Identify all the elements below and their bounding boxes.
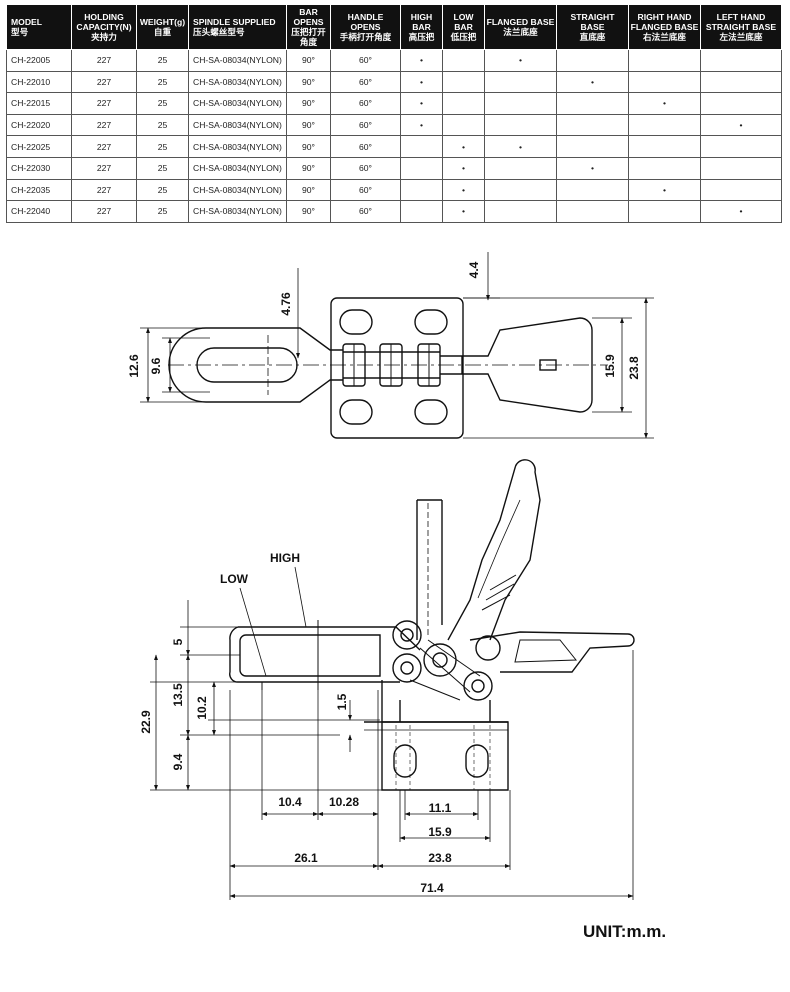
header-cn: 右法兰底座 [643,32,686,42]
dim-23-8-top: 23.8 [627,356,641,380]
header-cell: HOLDING CAPACITY(N)夹持力 [71,4,137,50]
header-en: SPINDLE SUPPLIED [193,17,276,27]
label-low: LOW [220,572,249,586]
header-cell: WEIGHT(g)自重 [136,4,189,50]
header-cn: 手柄打开角度 [339,32,392,42]
dim-71-4: 71.4 [420,881,444,895]
label-high: HIGH [270,551,300,565]
dim-9-4: 9.4 [171,753,185,770]
dim-23-8-side: 23.8 [428,851,452,865]
table-cell: CH-SA-08034(NYLON) [188,135,287,158]
table-cell: • [700,200,782,223]
dim-1-5: 1.5 [335,693,349,710]
table-cell: • [700,113,782,137]
header-en: HOLDING CAPACITY(N) [76,12,132,32]
table-cell: CH-SA-08034(NYLON) [188,156,287,180]
dim-11-1: 11.1 [429,801,452,815]
dim-15-9-top: 15.9 [603,354,617,378]
dim-13-5: 13.5 [171,683,185,707]
dim-22-9: 22.9 [139,710,153,734]
table-cell [700,178,782,202]
table-cell: • [442,135,485,158]
header-cn: 低压把 [450,32,477,42]
header-en: BAR OPENS [293,7,324,27]
header-en: STRAIGHT BASE [570,12,615,32]
header-cn: 压把打开角度 [291,27,326,47]
table-cell: • [628,178,701,202]
dim-15-9-side: 15.9 [428,825,452,839]
top-view-drawing [168,297,608,439]
header-en: LEFT HAND STRAIGHT BASE [705,12,777,32]
table-cell [700,156,782,180]
dim-9-6: 9.6 [149,357,163,374]
unit-label: UNIT:m.m. [583,922,667,941]
dim-26-1: 26.1 [294,851,318,865]
table-cell: 60° [330,113,401,137]
top-view-dimensions [140,252,654,439]
table-cell: • [442,178,485,202]
header-cn: 压头螺丝型号 [193,27,245,37]
dim-10-2: 10.2 [195,696,209,720]
dim-4-4: 4.4 [467,261,481,278]
header-cn: 自重 [153,27,172,37]
side-view-drawing [229,459,635,791]
header-cn: 直底座 [579,32,606,42]
header-en: FLANGED BASE [486,17,555,27]
header-en: LOW BAR [453,12,474,32]
side-view-dimensions [150,566,634,900]
table-cell: CH-SA-08034(NYLON) [188,200,287,223]
dim-5: 5 [171,638,185,645]
table-cell [700,135,782,158]
header-cn: 夹持力 [91,32,117,42]
dim-10-4: 10.4 [278,795,302,809]
header-en: HANDLE OPENS [347,12,384,32]
table-cell: 60° [330,178,401,202]
table-cell: 227 [71,178,137,202]
table-cell: CH-SA-08034(NYLON) [188,113,287,137]
table-cell: 25 [136,200,189,223]
header-cn: 高压把 [408,32,435,42]
header-en: HIGH BAR [410,12,433,32]
header-en: MODEL [11,17,43,27]
header-en: WEIGHT(g) [139,17,186,27]
dim-4-76: 4.76 [279,292,293,316]
header-cn: 型号 [11,27,29,37]
header-en: RIGHT HAND FLANGED BASE [630,12,699,32]
dim-12-6: 12.6 [127,354,141,378]
header-cn: 法兰底座 [503,27,538,37]
dim-10-28: 10.28 [329,795,359,809]
header-cn: 左法兰底座 [719,32,763,42]
